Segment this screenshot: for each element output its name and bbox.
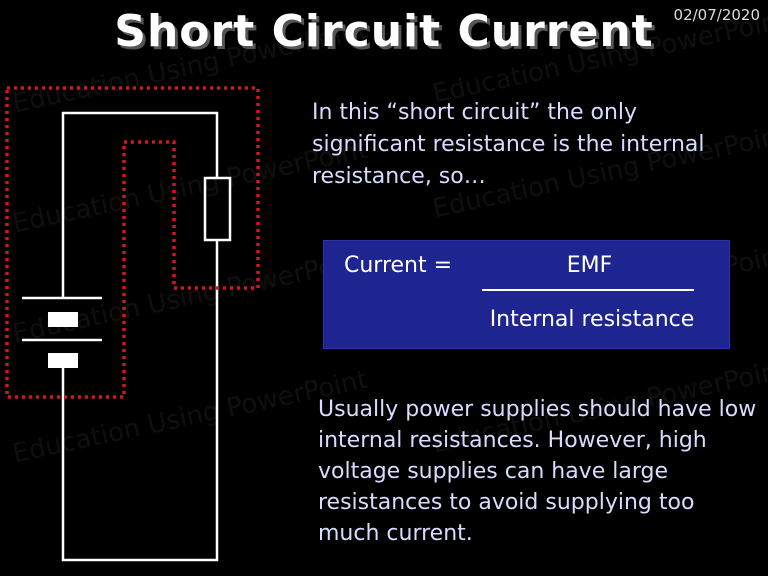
formula-box: Current = EMF Internal resistance bbox=[323, 240, 730, 349]
circuit-wires bbox=[61, 111, 219, 562]
formula-denominator: Internal resistance bbox=[489, 307, 695, 332]
intro-text: In this “short circuit” the only signifi… bbox=[312, 100, 705, 189]
note-text: Usually power supplies should have low i… bbox=[318, 397, 757, 546]
slide-date: 02/07/2020 bbox=[673, 6, 760, 24]
circuit-diagram bbox=[5, 86, 260, 562]
slide-title: Short Circuit Current bbox=[114, 6, 654, 57]
formula-label: Current = bbox=[344, 253, 453, 278]
formula-numerator: EMF bbox=[566, 253, 613, 278]
short-circuit-path bbox=[5, 86, 260, 399]
cell-symbol bbox=[22, 296, 102, 368]
resistor-symbol bbox=[203, 176, 232, 242]
fraction-bar bbox=[482, 289, 694, 291]
